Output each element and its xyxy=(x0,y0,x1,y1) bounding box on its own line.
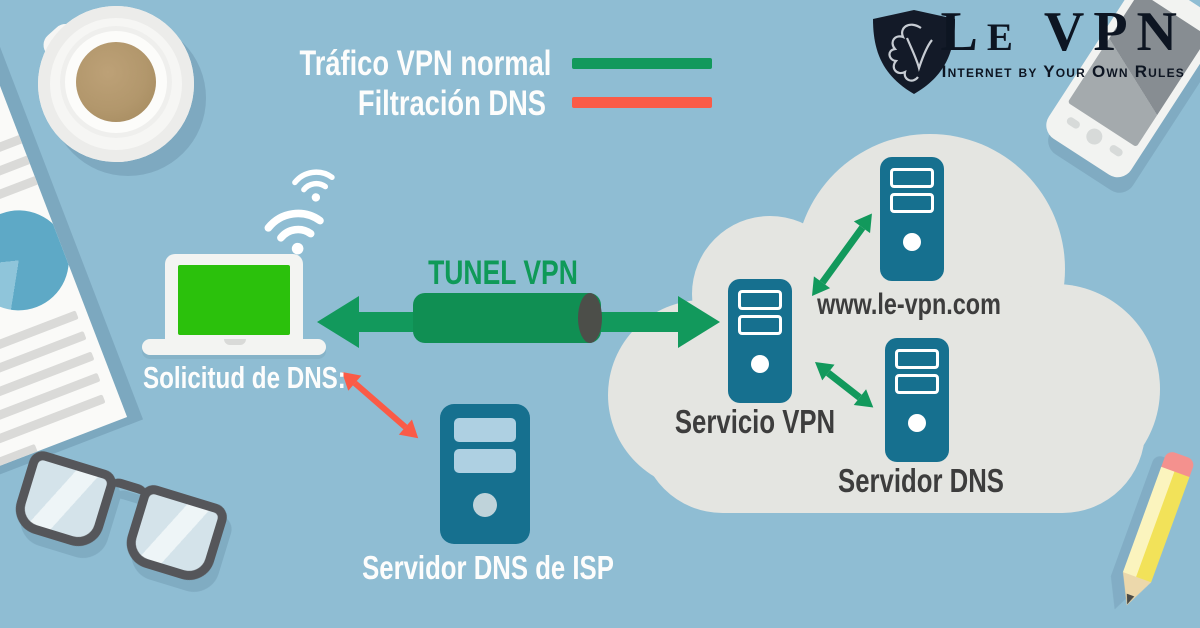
arrow-dns-leak xyxy=(335,364,425,446)
wifi-icon xyxy=(286,160,341,209)
tunnel-label: TUNEL VPN xyxy=(428,254,578,292)
shield-icon xyxy=(873,10,955,94)
paper-text-line xyxy=(0,165,66,215)
website-url-label[interactable]: www.le-vpn.com xyxy=(817,288,1001,321)
laptop xyxy=(165,254,303,342)
legend-dns-leak-line xyxy=(572,97,712,108)
dns-server-icon xyxy=(885,338,949,462)
wifi-icon xyxy=(255,196,334,263)
paper-pie-chart xyxy=(0,195,84,325)
left-lens xyxy=(9,447,120,553)
logo-title: Le VPN xyxy=(940,1,1186,63)
pencil-body xyxy=(1122,466,1190,583)
isp-dns-server-icon xyxy=(440,404,530,544)
le-vpn-logo[interactable]: Le VPN Internet by Your Own Rules xyxy=(850,0,1200,110)
laptop-latch xyxy=(224,339,246,345)
legend-vpn-traffic-label: Tráfico VPN normal xyxy=(299,44,552,83)
dns-request-label: Solicitud de DNS: xyxy=(143,360,346,395)
vpn-service-server-icon xyxy=(728,279,792,403)
legend-vpn-traffic-line xyxy=(572,58,712,69)
tunnel-cylinder-opening xyxy=(578,293,602,343)
glasses-bridge xyxy=(105,475,151,506)
vpn-service-label: Servicio VPN xyxy=(674,403,836,440)
legend-dns-leak-label: Filtración DNS xyxy=(357,84,546,123)
dns-server-label: Servidor DNS xyxy=(838,462,1004,499)
coffee xyxy=(76,42,156,122)
isp-dns-server-label: Servidor DNS de ISP xyxy=(362,549,614,586)
eyeglasses xyxy=(0,442,238,628)
laptop-base xyxy=(142,339,326,355)
website-server-icon xyxy=(880,157,944,281)
coffee-cup xyxy=(38,6,194,162)
tunnel-cylinder xyxy=(413,293,601,343)
tunnel-arrowhead-right xyxy=(678,296,720,348)
laptop-screen xyxy=(178,265,290,335)
tunnel-arrowhead-left xyxy=(317,296,359,348)
logo-tagline: Internet by Your Own Rules xyxy=(941,62,1185,81)
